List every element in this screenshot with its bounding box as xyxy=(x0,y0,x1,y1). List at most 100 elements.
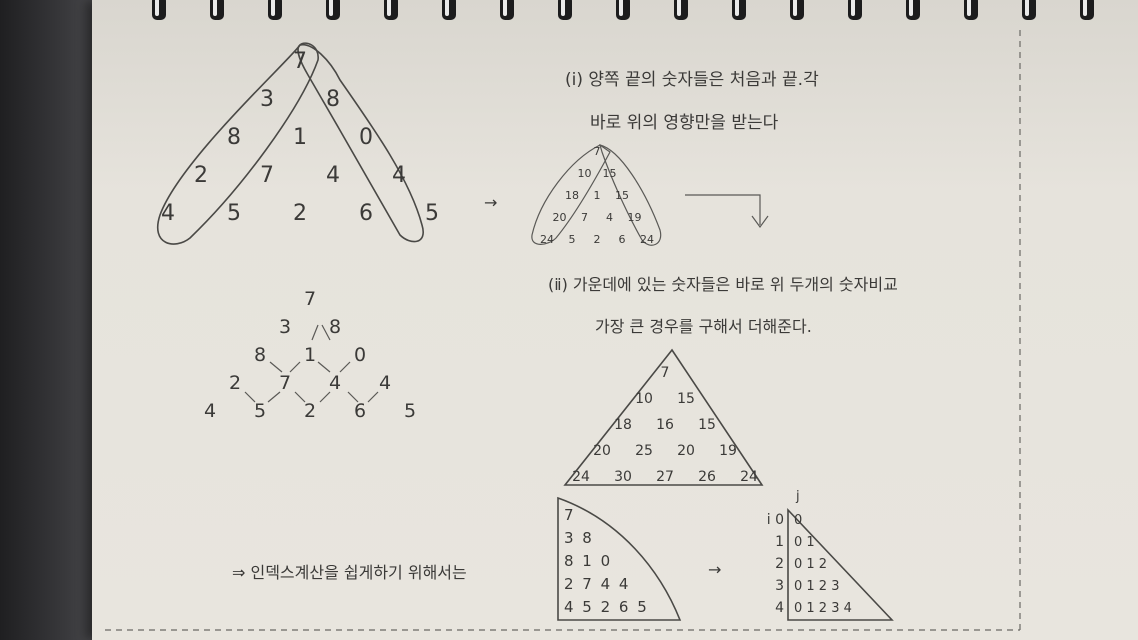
index-row-1: 0 1 xyxy=(794,535,815,550)
arrow-bottom: → xyxy=(708,560,721,579)
cell-1-0: 3 xyxy=(260,87,274,112)
binding-ring-highlight xyxy=(155,0,159,16)
index-row-3: 0 1 2 3 xyxy=(794,579,839,594)
cell-2-1: 16 xyxy=(656,417,674,433)
binding-ring-highlight xyxy=(967,0,971,16)
cell-3-1: 7 xyxy=(279,372,291,394)
cell-4-2: 2 xyxy=(304,400,316,422)
cell-4-3: 6 xyxy=(354,400,366,422)
cell-3-0: 20 xyxy=(593,443,611,459)
left-row-4: 4 5 2 6 5 xyxy=(564,598,649,616)
index-row-label-4: 4 xyxy=(775,600,784,616)
cell-1-1: 15 xyxy=(603,167,617,180)
binding-ring-highlight xyxy=(619,0,623,16)
binding-ring-highlight xyxy=(677,0,681,16)
cell-4-3: 26 xyxy=(698,469,716,485)
cell-4-0: 4 xyxy=(161,201,175,226)
arrow-mid: → xyxy=(484,193,497,212)
cell-2-2: 15 xyxy=(615,189,629,202)
left-row-3: 2 7 4 4 xyxy=(564,575,630,593)
cell-0-0: 7 xyxy=(293,49,307,74)
cell-4-3: 6 xyxy=(359,201,373,226)
binding-ring-highlight xyxy=(735,0,739,16)
cell-3-1: 7 xyxy=(581,211,588,224)
cell-3-1: 25 xyxy=(635,443,653,459)
binding-ring-highlight xyxy=(851,0,855,16)
binding-ring-highlight xyxy=(793,0,797,16)
cell-3-2: 4 xyxy=(606,211,613,224)
left-row-1: 3 8 xyxy=(564,529,594,547)
binding-ring-highlight xyxy=(909,0,913,16)
cell-2-0: 8 xyxy=(254,344,266,366)
binding-ring-highlight xyxy=(329,0,333,16)
note-index-calc: ⇒ 인덱스계산을 쉽게하기 위해서는 xyxy=(232,563,467,582)
cell-1-0: 3 xyxy=(279,316,291,338)
arrow-down-right xyxy=(685,194,769,229)
cell-3-2: 4 xyxy=(329,372,341,394)
cell-1-1: 8 xyxy=(326,87,340,112)
binding-ring-highlight xyxy=(1025,0,1029,16)
cell-2-2: 15 xyxy=(698,417,716,433)
cell-3-2: 4 xyxy=(326,163,340,188)
spiral-binding xyxy=(152,0,1094,20)
cell-2-0: 18 xyxy=(614,417,632,433)
cell-1-1: 8 xyxy=(329,316,341,338)
cell-3-0: 20 xyxy=(553,211,567,224)
cell-2-2: 0 xyxy=(354,344,366,366)
left-aligned-rows: 73 88 1 02 7 4 44 5 2 6 5 xyxy=(564,506,649,616)
index-header-j: j xyxy=(795,489,800,504)
cell-0-0: 7 xyxy=(661,365,670,381)
cell-3-0: 2 xyxy=(229,372,241,394)
cell-3-3: 19 xyxy=(719,443,737,459)
note-point1-line2: 바로 위의 영향만을 받는다 xyxy=(590,113,779,133)
cell-4-2: 27 xyxy=(656,469,674,485)
index-row-label-3: 3 xyxy=(775,578,784,594)
cell-1-0: 10 xyxy=(578,167,592,180)
cell-4-1: 30 xyxy=(614,469,632,485)
cell-4-2: 2 xyxy=(594,233,601,246)
cell-0-0: 7 xyxy=(594,145,601,158)
cell-4-4: 24 xyxy=(740,469,758,485)
cell-3-0: 2 xyxy=(194,163,208,188)
cell-4-0: 24 xyxy=(540,233,554,246)
index-row-label-0: i 0 xyxy=(767,512,784,528)
cell-3-1: 7 xyxy=(260,163,274,188)
cell-3-3: 19 xyxy=(628,211,642,224)
desk-background xyxy=(0,0,98,640)
cell-0-0: 7 xyxy=(304,288,316,310)
cell-4-4: 24 xyxy=(640,233,654,246)
cell-4-1: 5 xyxy=(569,233,576,246)
cell-3-3: 4 xyxy=(379,372,391,394)
cell-3-2: 20 xyxy=(677,443,695,459)
cell-4-0: 24 xyxy=(572,469,590,485)
index-row-2: 0 1 2 xyxy=(794,557,827,572)
cell-1-0: 10 xyxy=(635,391,653,407)
note-point2-line1: (ⅱ) 가운데에 있는 숫자들은 바로 위 두개의 숫자비교 xyxy=(548,275,898,294)
left-row-2: 8 1 0 xyxy=(564,552,612,570)
note-point1-line1: (ⅰ) 양쪽 끝의 숫자들은 처음과 끝.각 xyxy=(565,70,819,90)
binding-ring-highlight xyxy=(387,0,391,16)
binding-ring-highlight xyxy=(503,0,507,16)
binding-ring-highlight xyxy=(561,0,565,16)
binding-ring-highlight xyxy=(213,0,217,16)
binding-ring-highlight xyxy=(1083,0,1087,16)
cell-4-4: 5 xyxy=(404,400,416,422)
left-aligned-triangle: 73 88 1 02 7 4 44 5 2 6 5 xyxy=(557,496,682,621)
cell-4-0: 4 xyxy=(204,400,216,422)
cell-2-1: 1 xyxy=(293,125,307,150)
cell-1-1: 15 xyxy=(677,391,695,407)
cell-4-3: 6 xyxy=(619,233,626,246)
binding-ring-highlight xyxy=(445,0,449,16)
index-row-label-1: 1 xyxy=(775,534,784,550)
index-row-4: 0 1 2 3 4 xyxy=(794,601,852,616)
cell-4-2: 2 xyxy=(293,201,307,226)
